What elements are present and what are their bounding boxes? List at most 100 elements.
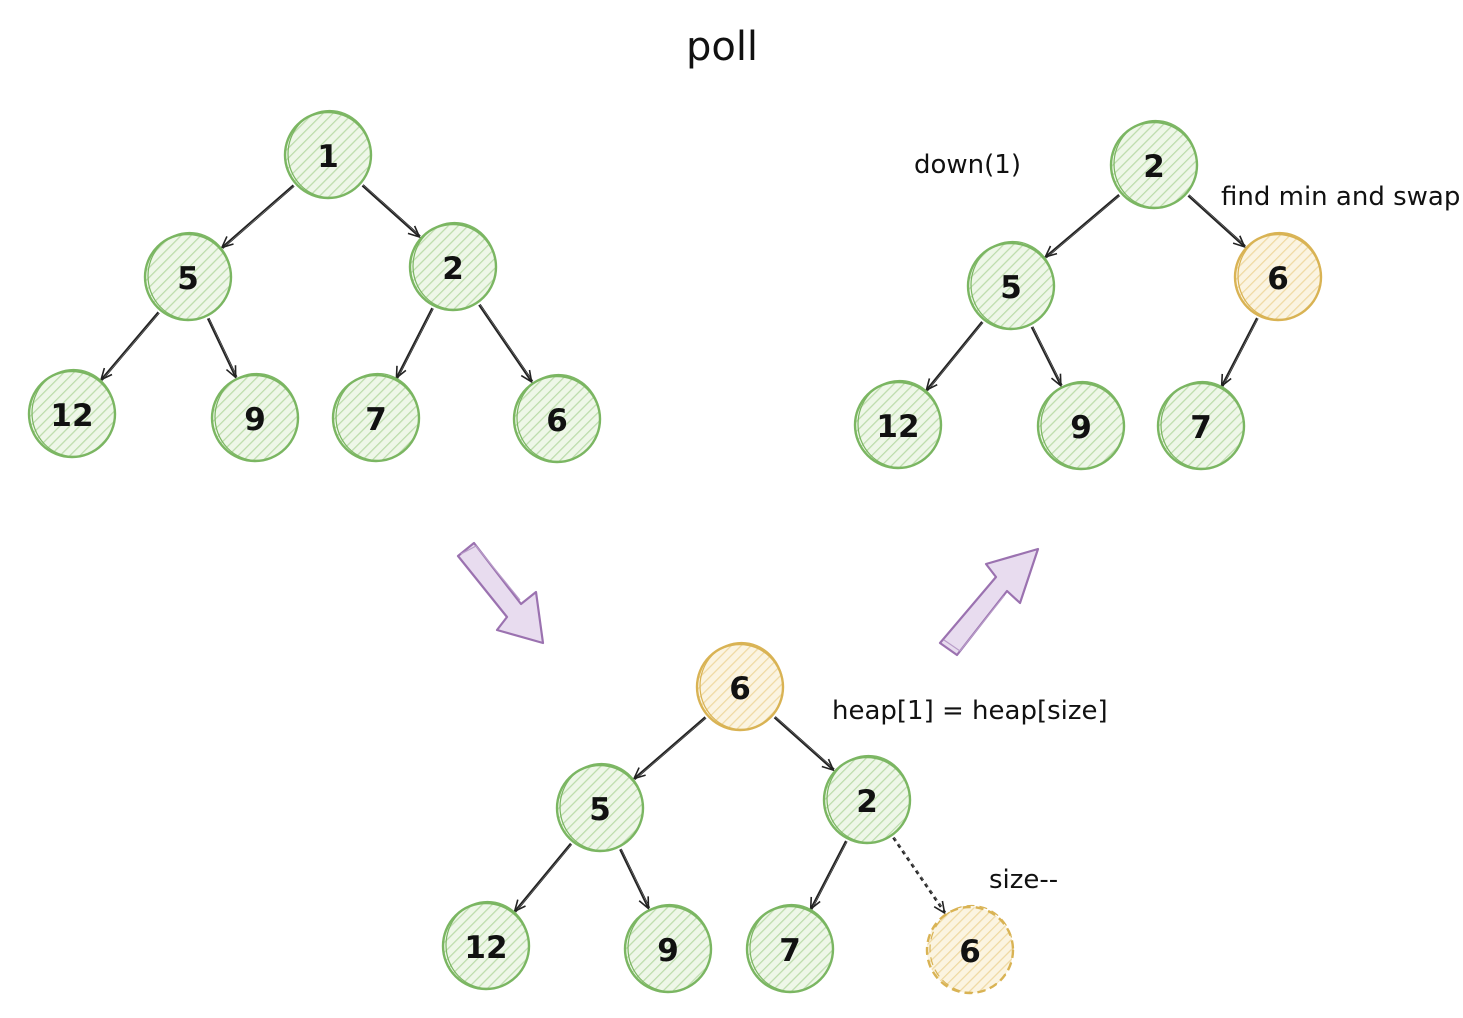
after_swap-node-4-outline [1040, 380, 1125, 470]
after_swap-node-3-outline [857, 379, 942, 469]
diagram-title: poll [686, 24, 758, 70]
before-edge-3 [206, 318, 237, 380]
before-node-1: 5 [143, 231, 233, 322]
after_move-edge-3 [619, 849, 650, 911]
after_move-node-3: 12 [441, 900, 531, 991]
after_swap-node-1: 5 [966, 240, 1056, 331]
after_swap-node-3-label: 12 [876, 409, 919, 445]
before-node-3-outline [31, 368, 116, 458]
after_move-node-3-outline [445, 900, 530, 990]
after_move-node-1-outline [559, 762, 644, 852]
note-size-decrement: size-- [989, 865, 1058, 895]
before-node-0-outline [287, 109, 372, 199]
after_swap-edge-2-sketch [927, 322, 984, 392]
after_swap-node-1-label: 5 [1000, 270, 1022, 306]
after_swap-edge-4-sketch [1222, 318, 1259, 387]
before-node-2-label: 2 [442, 251, 464, 287]
after_move-edge-4 [809, 840, 847, 911]
after_move-node-5: 7 [745, 903, 835, 994]
after_move-node-4: 9 [623, 903, 713, 994]
after_move-node-6-label: 6 [959, 934, 981, 970]
after_move-edge-0 [632, 716, 706, 780]
transition-arrow-up [938, 547, 1040, 657]
after_move-edge-4-sketch [811, 841, 848, 910]
before-edge-1 [361, 185, 421, 239]
before-edge-5 [478, 304, 533, 384]
before-node-5-label: 7 [365, 402, 387, 438]
after_swap-node-0-outline [1113, 119, 1198, 209]
before-node-0: 1 [283, 109, 373, 200]
before-node-2: 2 [408, 221, 498, 312]
note-down-call: down(1) [914, 150, 1021, 180]
before-node-4-outline [214, 372, 299, 462]
before-node-3-label: 12 [50, 398, 93, 434]
after_move-edge-1-sketch [775, 716, 835, 770]
after_move-node-6-outline [929, 904, 1014, 994]
before-node-6-label: 6 [546, 403, 568, 439]
after_move-node-6: 6 [925, 904, 1015, 995]
after_swap-edge-1 [1187, 195, 1247, 249]
before-edge-5-sketch [479, 303, 534, 382]
transition-arrow-down [456, 541, 545, 645]
before-node-6-outline [516, 373, 601, 463]
after_swap-edge-2 [925, 321, 983, 392]
after_swap-node-2: 6 [1233, 231, 1323, 322]
before-node-3: 12 [27, 368, 117, 459]
after_swap-edge-0 [1043, 194, 1120, 259]
tree-edges [99, 184, 1259, 915]
after_swap-edge-4 [1220, 317, 1258, 388]
after_move-dashed-edge-0 [892, 837, 946, 915]
after_move-node-1-label: 5 [589, 792, 611, 828]
before-edge-4-sketch [397, 308, 434, 379]
after_swap-node-5-label: 7 [1190, 410, 1212, 446]
before-edge-0-sketch [222, 186, 295, 249]
before-node-5-outline [335, 372, 420, 462]
after_swap-node-4-label: 9 [1070, 410, 1092, 446]
after_swap-node-2-label: 6 [1267, 261, 1289, 297]
after_move-node-0-outline [699, 641, 784, 731]
after_move-node-2-label: 2 [856, 784, 878, 820]
before-edge-3-sketch [208, 317, 238, 377]
note-heap-assign: heap[1] = heap[size] [832, 696, 1108, 726]
after_move-node-1: 5 [555, 762, 645, 853]
after_move-node-0-label: 6 [729, 671, 751, 707]
after_swap-edge-1-sketch [1188, 194, 1246, 247]
before-node-5: 7 [331, 372, 421, 463]
before-node-0-label: 1 [317, 139, 339, 175]
before-node-1-label: 5 [177, 261, 199, 297]
after_swap-node-2-outline [1237, 231, 1322, 321]
after_move-edge-0-sketch [634, 717, 707, 781]
before-edge-1-sketch [362, 184, 421, 237]
after_swap-node-4: 9 [1036, 380, 1126, 471]
after_move-node-5-outline [749, 903, 834, 993]
after_move-node-4-outline [627, 903, 712, 993]
before-edge-2-sketch [101, 312, 160, 381]
after_move-node-4-label: 9 [657, 933, 679, 969]
after_swap-node-1-outline [970, 240, 1055, 330]
after_move-node-3-label: 12 [464, 930, 507, 966]
before-node-1-outline [147, 231, 232, 321]
after_move-edge-3-sketch [620, 848, 651, 908]
after_swap-node-3: 12 [853, 379, 943, 470]
before-node-6: 6 [512, 373, 602, 464]
after_move-node-2-outline [826, 754, 911, 844]
note-find-min-swap: find min and swap [1221, 182, 1460, 212]
after_swap-edge-0-sketch [1046, 195, 1121, 259]
before-node-4: 9 [210, 372, 300, 463]
tree-nodes: 1 5 2 12 9 7 6 2 5 6 12 9 7 6 5 2 12 9 7 6 [27, 109, 1323, 995]
after_move-node-0: 6 [695, 641, 785, 732]
after_swap-node-5-outline [1160, 380, 1245, 470]
after_move-edge-2 [513, 842, 572, 913]
after_swap-node-5: 7 [1156, 380, 1246, 471]
after_swap-node-0: 2 [1109, 119, 1199, 210]
after_swap-node-0-label: 2 [1143, 149, 1165, 185]
after_move-dashed-edge-0-sketch [893, 836, 947, 913]
after_move-edge-1 [773, 716, 835, 772]
after_move-node-5-label: 7 [779, 933, 801, 969]
before-node-2-outline [412, 221, 497, 311]
before-edge-0 [220, 184, 294, 249]
after_move-edge-2-sketch [515, 844, 573, 913]
before-node-4-label: 9 [244, 402, 266, 438]
before-edge-4 [395, 307, 433, 380]
